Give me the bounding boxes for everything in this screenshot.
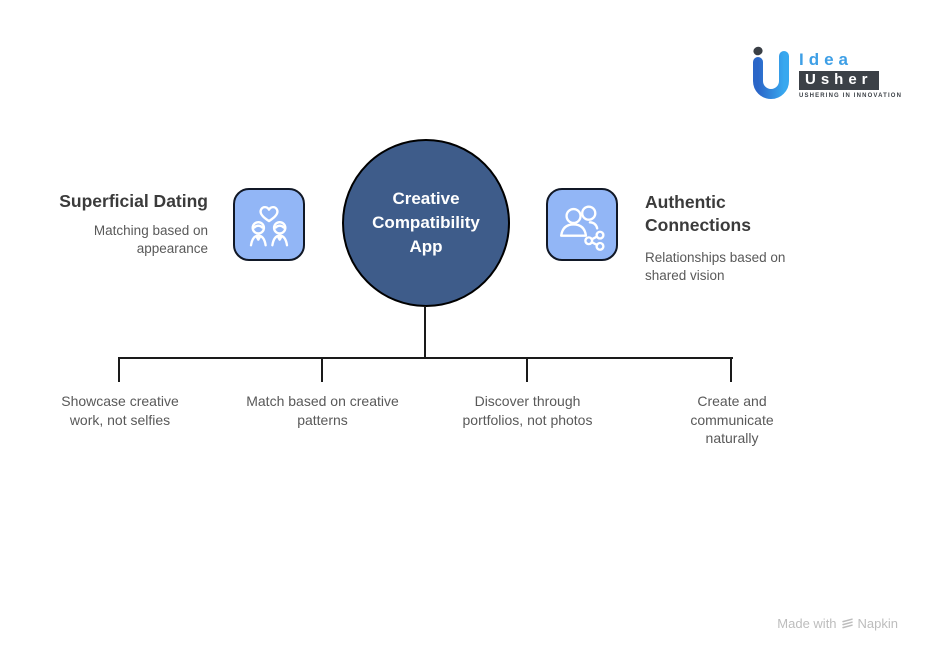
branch-label-2: Match based on creative patterns: [246, 393, 399, 428]
branch-label-4: Create and communicate naturally: [690, 393, 774, 446]
branch-label-1: Showcase creative work, not selfies: [61, 393, 179, 428]
credit-brand: Napkin: [857, 616, 898, 631]
center-node: Creative Compatibility App: [342, 139, 510, 307]
logo-tagline: USHERING IN INNOVATION: [799, 93, 903, 99]
napkin-icon: [841, 617, 854, 630]
branch-label-3: Discover through portfolios, not photos: [462, 393, 593, 428]
connector-drop-4: [730, 357, 732, 382]
right-node-tile: [546, 188, 618, 261]
people-network-icon: [555, 198, 609, 252]
credit-prefix: Made with: [777, 616, 837, 631]
connector-center-stub: [424, 306, 426, 358]
connector-drop-2: [321, 357, 323, 382]
left-node-text: Superficial Dating Matching based on app…: [33, 190, 208, 258]
couple-heart-icon: [242, 198, 296, 252]
right-node-description: Relationships based on shared vision: [645, 250, 786, 283]
logo-text: Idea Usher USHERING IN INNOVATION: [799, 44, 902, 99]
connector-drop-3: [526, 357, 528, 382]
logo-brand-top: Idea: [799, 50, 854, 69]
connector-horizontal-bar: [119, 357, 733, 359]
left-node-tile: [233, 188, 305, 261]
logo-brand-bottom: Usher: [799, 71, 879, 90]
idea-usher-u-icon: [748, 44, 794, 104]
idea-usher-logo: Idea Usher USHERING IN INNOVATION: [748, 44, 902, 104]
center-node-label: Creative Compatibility App: [372, 189, 480, 256]
connector-drop-1: [118, 357, 120, 382]
left-node-title: Superficial Dating: [59, 191, 208, 211]
right-node-title: Authentic Connections: [645, 192, 751, 235]
left-node-description: Matching based on appearance: [93, 223, 208, 256]
made-with-napkin-credit: Made with Napkin: [777, 616, 898, 631]
right-node-text: Authentic Connections Relationships base…: [645, 191, 820, 285]
